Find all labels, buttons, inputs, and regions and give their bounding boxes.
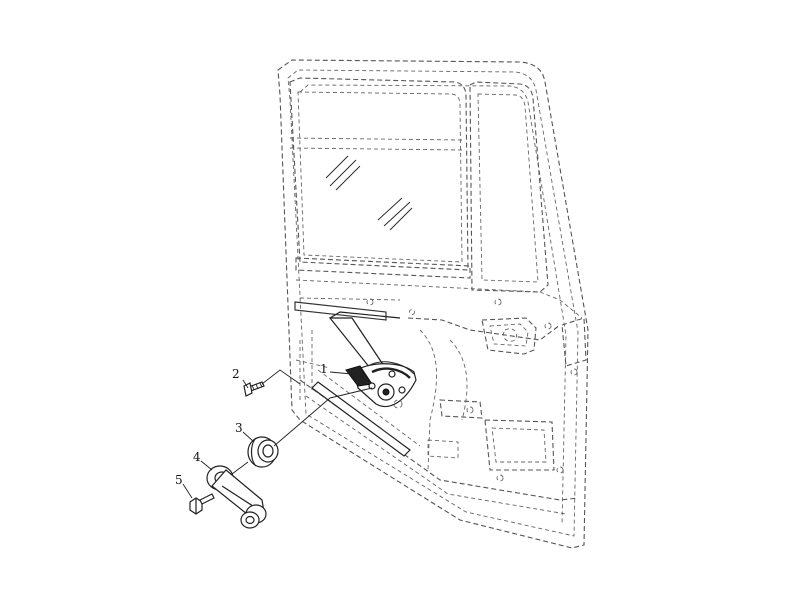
bolt-part-5 bbox=[189, 493, 215, 515]
screw-part-2 bbox=[243, 381, 265, 397]
belt-line bbox=[295, 257, 583, 319]
window-regulator bbox=[311, 311, 421, 457]
callouts: 1 2 3 4 5 bbox=[175, 362, 328, 487]
callout-5: 5 bbox=[175, 473, 183, 487]
callout-3: 3 bbox=[235, 421, 243, 435]
quarter-window-frame bbox=[469, 81, 549, 293]
callout-2: 2 bbox=[232, 367, 240, 381]
door-outline bbox=[277, 59, 589, 549]
escutcheon-part-3 bbox=[247, 436, 279, 468]
leader-lines bbox=[182, 369, 373, 499]
inner-panel bbox=[294, 297, 587, 515]
callout-4: 4 bbox=[193, 450, 201, 464]
crank-handle-part-4 bbox=[206, 465, 267, 529]
window-glass bbox=[289, 77, 469, 271]
callout-1: 1 bbox=[320, 362, 328, 376]
